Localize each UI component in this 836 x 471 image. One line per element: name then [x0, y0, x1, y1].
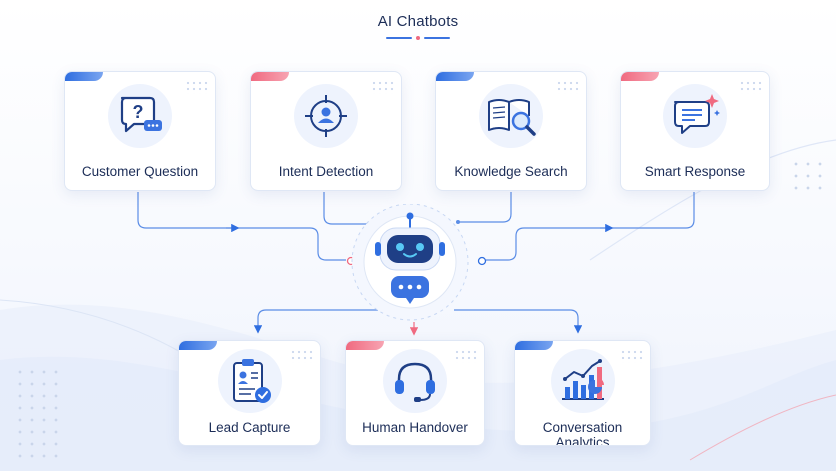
card-accent: [179, 341, 217, 350]
chat-question-icon: ?: [120, 96, 162, 133]
node-lead-capture: Lead Capture: [178, 340, 321, 446]
card-dots: [739, 80, 763, 94]
target-user-icon: [305, 95, 347, 137]
card-dots: [454, 349, 478, 363]
headset-icon: [395, 362, 435, 402]
node-label: Smart Response: [644, 164, 746, 179]
node-label: Human Handover: [362, 420, 468, 435]
card-dots: [185, 80, 209, 94]
node-label: Knowledge Search: [454, 164, 568, 179]
card-accent: [65, 72, 103, 81]
card-accent: [515, 341, 553, 350]
node-conversation-analytics: Conversation Analytics: [514, 340, 651, 446]
card-accent: [251, 72, 289, 81]
dot-grid-right: [790, 158, 830, 194]
card-dots: [371, 80, 395, 94]
node-intent-detection: Intent Detection: [250, 71, 402, 191]
card-accent: [346, 341, 384, 350]
svg-text:?: ?: [133, 102, 144, 122]
node-customer-question: ? Customer Question: [64, 71, 216, 191]
title-underline: [386, 36, 450, 41]
card-accent: [436, 72, 474, 81]
chat-sparkle-icon: [674, 94, 720, 134]
book-magnifier-icon: [488, 99, 536, 136]
card-dots: [556, 80, 580, 94]
node-knowledge-search: Knowledge Search: [435, 71, 587, 191]
card-dots: [620, 349, 644, 363]
robot-chat-icon: [351, 204, 469, 321]
card-dots: [290, 349, 314, 363]
dot-grid-left: [14, 366, 62, 462]
bar-chart-icon: [561, 359, 604, 400]
page-title: AI Chatbots: [377, 13, 459, 30]
node-label: Conversation Analytics: [542, 420, 623, 446]
node-label: Intent Detection: [278, 164, 374, 179]
node-label: Lead Capture: [208, 420, 291, 435]
card-accent: [621, 72, 659, 81]
node-smart-response: Smart Response: [620, 71, 770, 191]
node-label: Customer Question: [81, 164, 199, 179]
node-human-handover: Human Handover: [345, 340, 485, 446]
clipboard-check-icon: [232, 359, 271, 403]
